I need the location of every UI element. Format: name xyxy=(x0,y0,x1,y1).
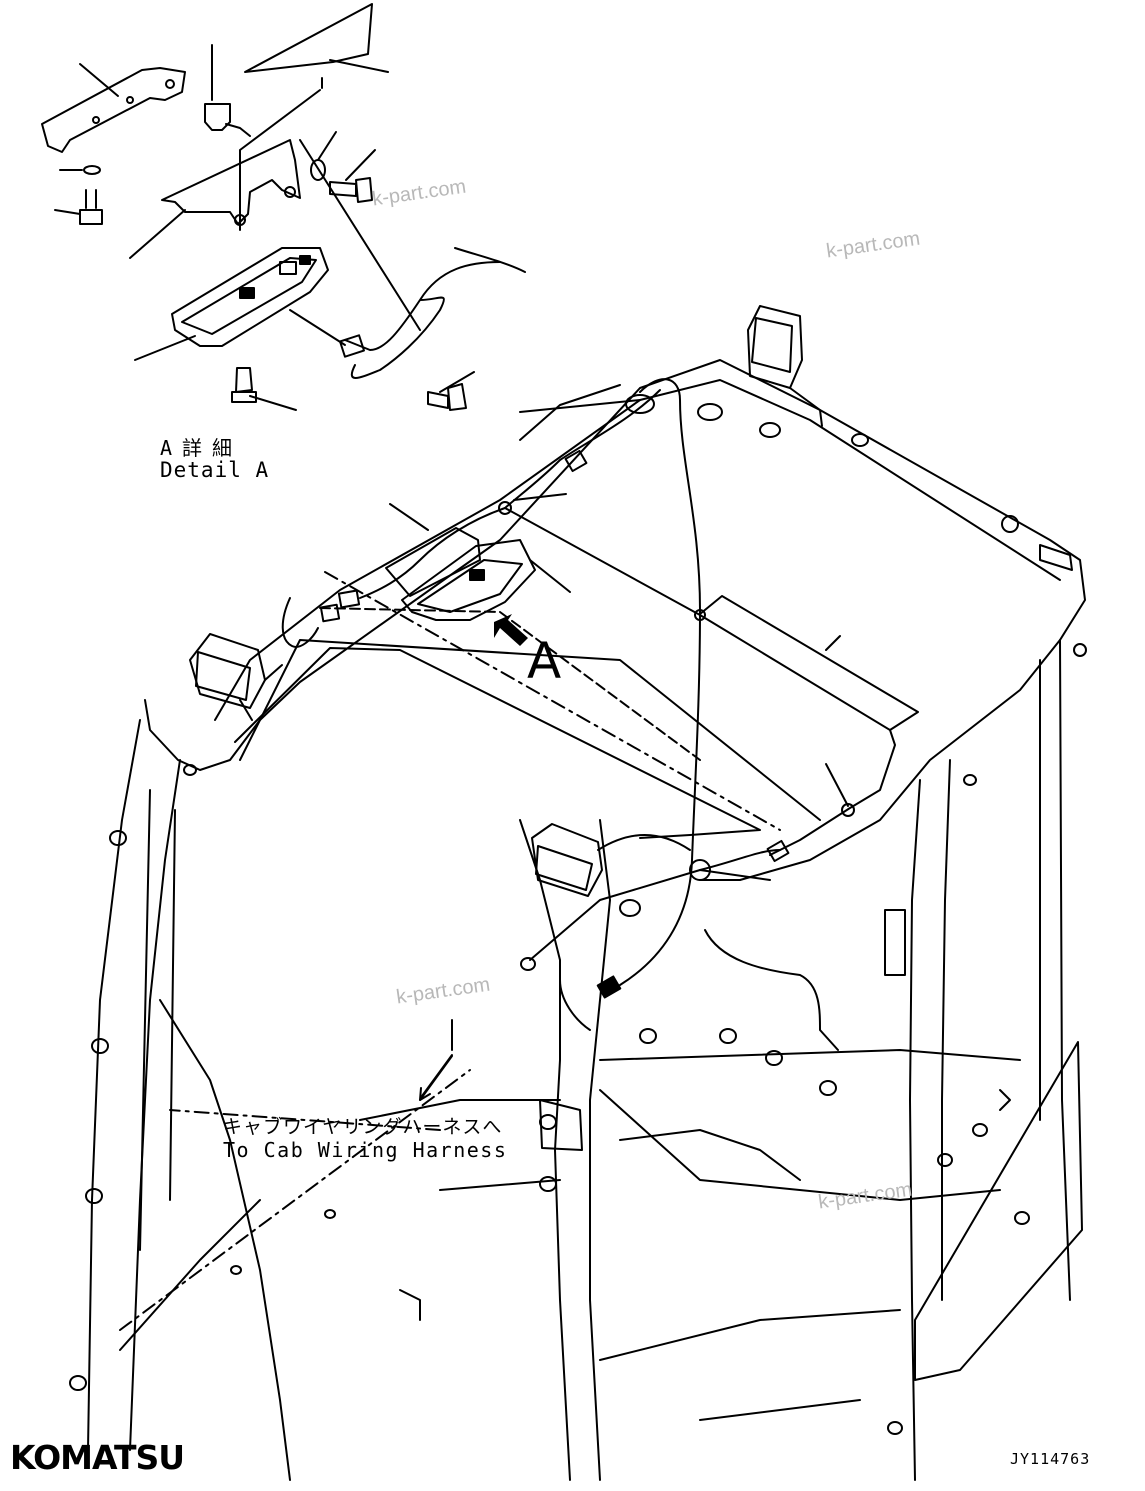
room-lamp xyxy=(171,247,329,347)
drawing-number: JY114763 xyxy=(1010,1450,1091,1468)
cab-frame xyxy=(69,359,1087,1481)
work-lamp-left xyxy=(189,633,283,721)
mounting-bracket xyxy=(41,67,186,153)
lamp-harness xyxy=(344,247,526,379)
work-lamp-rear xyxy=(747,305,823,427)
view-letter: A xyxy=(527,632,562,690)
detail-label-english: Detail A xyxy=(160,458,270,482)
washer xyxy=(83,165,101,175)
room-lamp-installed xyxy=(385,527,536,621)
bolt xyxy=(79,189,103,225)
harness-note-japanese: キャブワイヤリングハーネスへ xyxy=(223,1116,503,1138)
cover-plate xyxy=(244,3,373,73)
to-harness-arrow xyxy=(419,1055,453,1101)
lamp-bracket xyxy=(161,139,301,225)
detail-a-parts xyxy=(41,3,526,411)
harness-note-english: To Cab Wiring Harness xyxy=(223,1138,508,1162)
frame-bosses xyxy=(69,394,1087,1435)
screw xyxy=(329,177,373,203)
grommet xyxy=(204,103,231,131)
roof-harness xyxy=(281,378,919,1097)
detail-label-japanese: A詳細 xyxy=(160,436,243,460)
komatsu-logo: KOMATSU xyxy=(10,1438,185,1477)
view-arrow-a xyxy=(494,614,528,646)
work-lamp-center xyxy=(531,823,691,897)
